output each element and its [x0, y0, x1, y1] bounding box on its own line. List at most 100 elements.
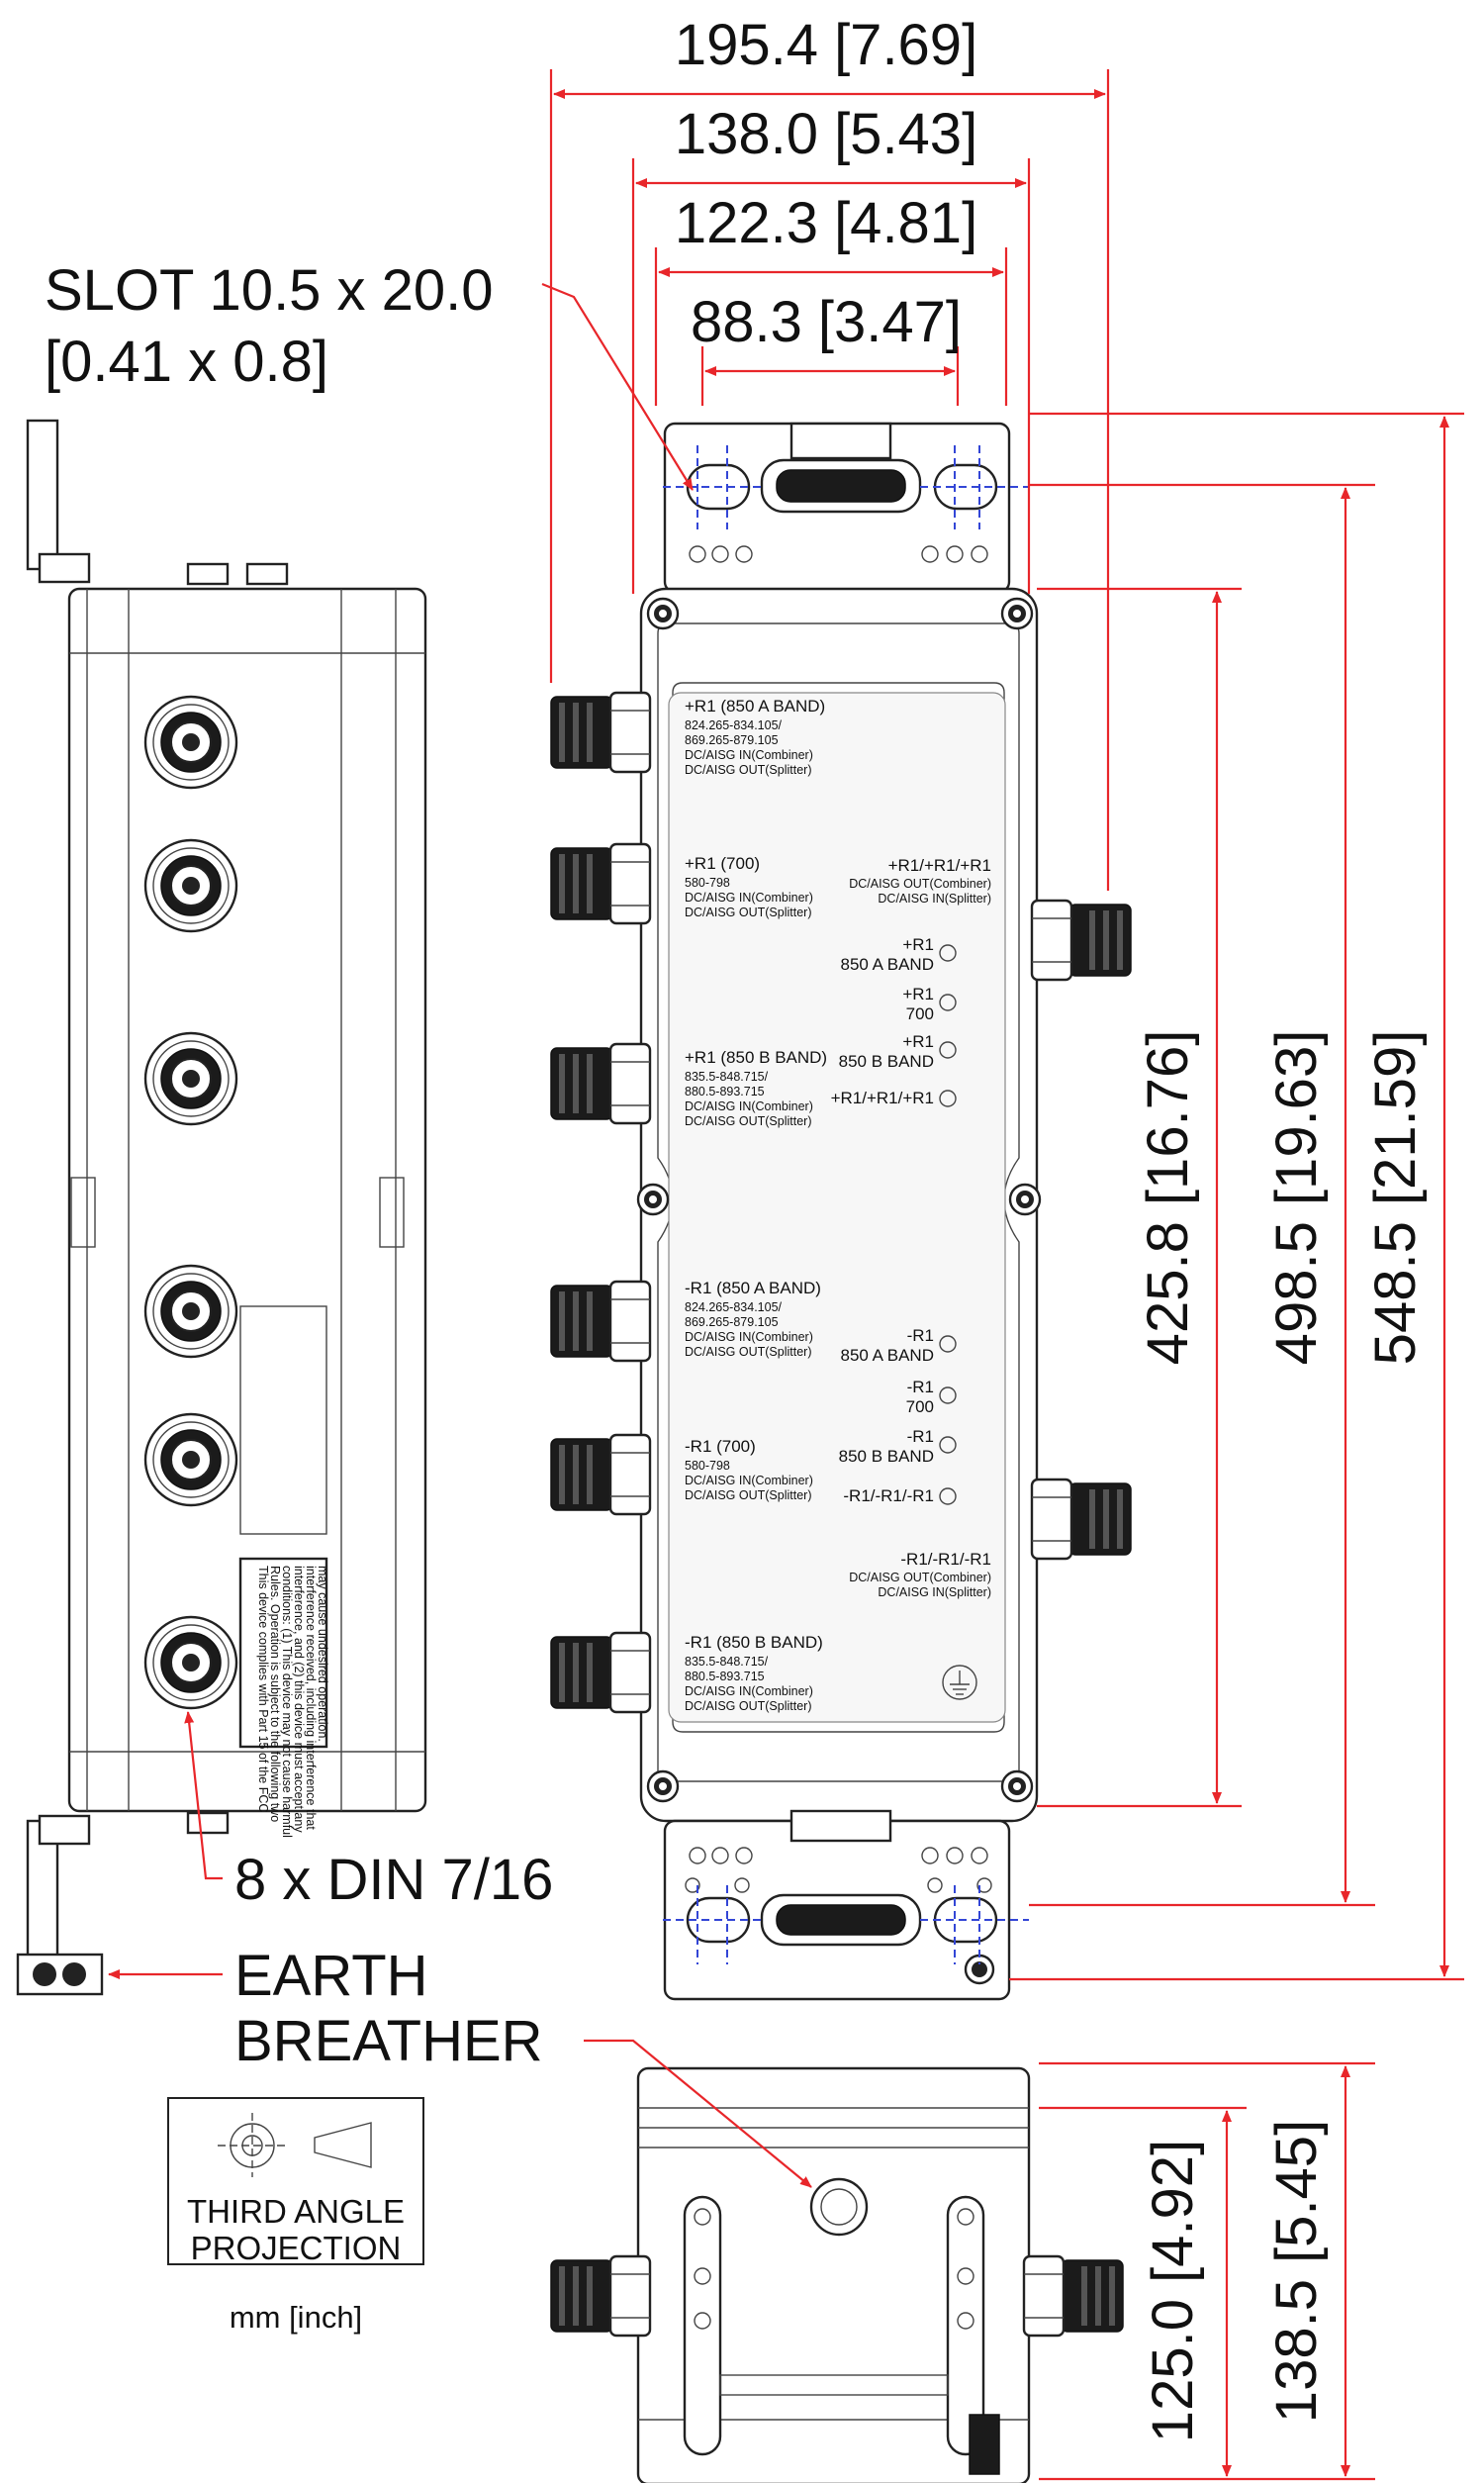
- led-1: +R1 850 A BAND: [840, 935, 957, 974]
- svg-text:interference received, includi: interference received, including interfe…: [304, 1566, 318, 1830]
- svg-text:DC/AISG OUT(Splitter): DC/AISG OUT(Splitter): [685, 1699, 812, 1713]
- svg-text:869.265-879.105: 869.265-879.105: [685, 733, 779, 747]
- svg-text:850 A BAND: 850 A BAND: [840, 955, 934, 974]
- svg-text:+R1: +R1: [902, 935, 934, 954]
- svg-text:+R1: +R1: [902, 985, 934, 1003]
- dim-top-slots: 88.3 [3.47]: [691, 290, 962, 354]
- housing-bolt-ml: [636, 1183, 670, 1216]
- housing-bolt-tl: [646, 597, 680, 630]
- bottom-connector-right: [1022, 2254, 1125, 2338]
- svg-text:DC/AISG IN(Splitter): DC/AISG IN(Splitter): [878, 1585, 991, 1599]
- projection-symbol: THIRD ANGLE PROJECTION: [167, 2097, 424, 2266]
- dim-top-body: 138.0 [5.43]: [675, 102, 977, 166]
- svg-text:+R1 (850 B BAND): +R1 (850 B BAND): [685, 1048, 827, 1067]
- connector-left-2: [549, 842, 652, 925]
- svg-text:+R1/+R1/+R1: +R1/+R1/+R1: [831, 1089, 934, 1107]
- svg-text:-R1: -R1: [907, 1326, 934, 1345]
- din-connector-side-4: [143, 1264, 238, 1359]
- svg-text:880.5-893.715: 880.5-893.715: [685, 1670, 765, 1683]
- housing-bolt-bl: [646, 1769, 680, 1803]
- led-4: +R1/+R1/+R1: [831, 1089, 957, 1107]
- svg-text:-R1 (850 A BAND): -R1 (850 A BAND): [685, 1279, 821, 1297]
- dimension-lines: [108, 69, 1464, 2481]
- port-label-left-5: -R1 (700) 580-798 DC/AISG IN(Combiner) D…: [685, 1437, 813, 1502]
- svg-text:DC/AISG IN(Combiner): DC/AISG IN(Combiner): [685, 891, 813, 905]
- connector-left-4: [549, 1280, 652, 1363]
- svg-text:+R1 (700): +R1 (700): [685, 854, 760, 873]
- housing-bolt-mr: [1008, 1183, 1042, 1216]
- port-label-right-2: -R1/-R1/-R1 DC/AISG OUT(Combiner) DC/AIS…: [849, 1550, 991, 1599]
- led-2: +R1 700: [902, 985, 957, 1023]
- dim-height-slots: 498.5 [19.63]: [1264, 1030, 1329, 1366]
- dim-height-body: 425.8 [16.76]: [1136, 1030, 1200, 1366]
- svg-text:Rules. Operation is subject to: Rules. Operation is subject to the follo…: [268, 1566, 282, 1822]
- svg-text:DC/AISG IN(Combiner): DC/AISG IN(Combiner): [685, 1330, 813, 1344]
- svg-text:+R1/+R1/+R1: +R1/+R1/+R1: [888, 856, 991, 875]
- svg-text:869.265-879.105: 869.265-879.105: [685, 1315, 779, 1329]
- front-view: +R1 (850 A BAND) 824.265-834.105/ 869.26…: [549, 422, 1133, 2001]
- din-connector-side-6: [143, 1615, 238, 1710]
- connector-left-3: [549, 1042, 652, 1125]
- slot-callout-line1: SLOT 10.5 x 20.0: [45, 258, 494, 323]
- connector-left-1: [549, 691, 652, 774]
- svg-text:700: 700: [906, 1397, 934, 1416]
- units-note: mm [inch]: [230, 2300, 362, 2335]
- bottom-view: [549, 2066, 1125, 2483]
- svg-text:+R1: +R1: [902, 1032, 934, 1051]
- dim-depth-body: 125.0 [4.92]: [1141, 2140, 1205, 2442]
- connector-left-6: [549, 1631, 652, 1714]
- projection-line2: PROJECTION: [191, 2230, 402, 2266]
- side-view: This device complies with Part 15 of the…: [16, 419, 427, 1996]
- port-label-left-6: -R1 (850 B BAND) 835.5-848.715/ 880.5-89…: [685, 1633, 823, 1713]
- svg-text:-R1: -R1: [907, 1427, 934, 1446]
- connector-callout: 8 x DIN 7/16: [234, 1848, 553, 1912]
- svg-text:-R1 (700): -R1 (700): [685, 1437, 756, 1456]
- svg-text:DC/AISG OUT(Splitter): DC/AISG OUT(Splitter): [685, 763, 812, 777]
- housing-bolt-tr: [1000, 597, 1034, 630]
- svg-text:This device complies with Part: This device complies with Part 15 of the…: [256, 1566, 270, 1812]
- led-7: -R1 850 B BAND: [839, 1427, 957, 1466]
- label-panel: [668, 692, 1006, 1723]
- din-connector-side-1: [143, 695, 238, 790]
- dim-depth-overall: 138.5 [5.45]: [1264, 2120, 1329, 2423]
- ground-icon: [942, 1665, 977, 1700]
- breather-callout: BREATHER: [234, 2009, 543, 2073]
- port-label-right-1: +R1/+R1/+R1 DC/AISG OUT(Combiner) DC/AIS…: [849, 856, 991, 906]
- fcc-label-text: This device complies with Part 15 of the…: [256, 1566, 329, 1838]
- svg-text:850 B BAND: 850 B BAND: [839, 1052, 934, 1071]
- svg-text:interference, and (2) this dev: interference, and (2) this device must a…: [292, 1566, 306, 1833]
- svg-text:580-798: 580-798: [685, 1459, 730, 1473]
- svg-text:850 A BAND: 850 A BAND: [840, 1346, 934, 1365]
- svg-text:824.265-834.105/: 824.265-834.105/: [685, 718, 783, 732]
- label-area: [239, 1305, 327, 1535]
- svg-text:may cause undesired operation.: may cause undesired operation.: [316, 1566, 329, 1742]
- svg-text:-R1: -R1: [907, 1378, 934, 1396]
- svg-text:DC/AISG OUT(Splitter): DC/AISG OUT(Splitter): [685, 1114, 812, 1128]
- housing-bolt-br: [1000, 1769, 1034, 1803]
- din-connector-side-5: [143, 1412, 238, 1507]
- din-connector-side-3: [143, 1031, 238, 1126]
- svg-text:880.5-893.715: 880.5-893.715: [685, 1085, 765, 1098]
- earth-callout: EARTH: [234, 1944, 428, 2008]
- svg-text:DC/AISG IN(Combiner): DC/AISG IN(Combiner): [685, 1099, 813, 1113]
- svg-text:DC/AISG IN(Combiner): DC/AISG IN(Combiner): [685, 1684, 813, 1698]
- led-6: -R1 700: [906, 1378, 957, 1416]
- led-5: -R1 850 A BAND: [840, 1326, 957, 1365]
- port-label-left-2: +R1 (700) 580-798 DC/AISG IN(Combiner) D…: [685, 854, 813, 919]
- svg-text:DC/AISG OUT(Combiner): DC/AISG OUT(Combiner): [849, 877, 991, 891]
- bottom-connector-left: [549, 2254, 652, 2338]
- svg-text:+R1 (850 A BAND): +R1 (850 A BAND): [685, 697, 825, 716]
- svg-text:835.5-848.715/: 835.5-848.715/: [685, 1070, 769, 1084]
- svg-text:-R1/-R1/-R1: -R1/-R1/-R1: [900, 1550, 991, 1569]
- earth-stud: [16, 1953, 104, 1996]
- breather-icon: [809, 2177, 869, 2237]
- port-label-left-4: -R1 (850 A BAND) 824.265-834.105/ 869.26…: [685, 1279, 821, 1359]
- led-8: -R1/-R1/-R1: [843, 1486, 957, 1505]
- port-label-left-3: +R1 (850 B BAND) 835.5-848.715/ 880.5-89…: [685, 1048, 827, 1128]
- svg-text:850 B BAND: 850 B BAND: [839, 1447, 934, 1466]
- dim-top-overall: 195.4 [7.69]: [675, 13, 977, 77]
- connector-right-2: [1030, 1478, 1133, 1561]
- svg-text:DC/AISG IN(Combiner): DC/AISG IN(Combiner): [685, 1474, 813, 1487]
- svg-text:824.265-834.105/: 824.265-834.105/: [685, 1300, 783, 1314]
